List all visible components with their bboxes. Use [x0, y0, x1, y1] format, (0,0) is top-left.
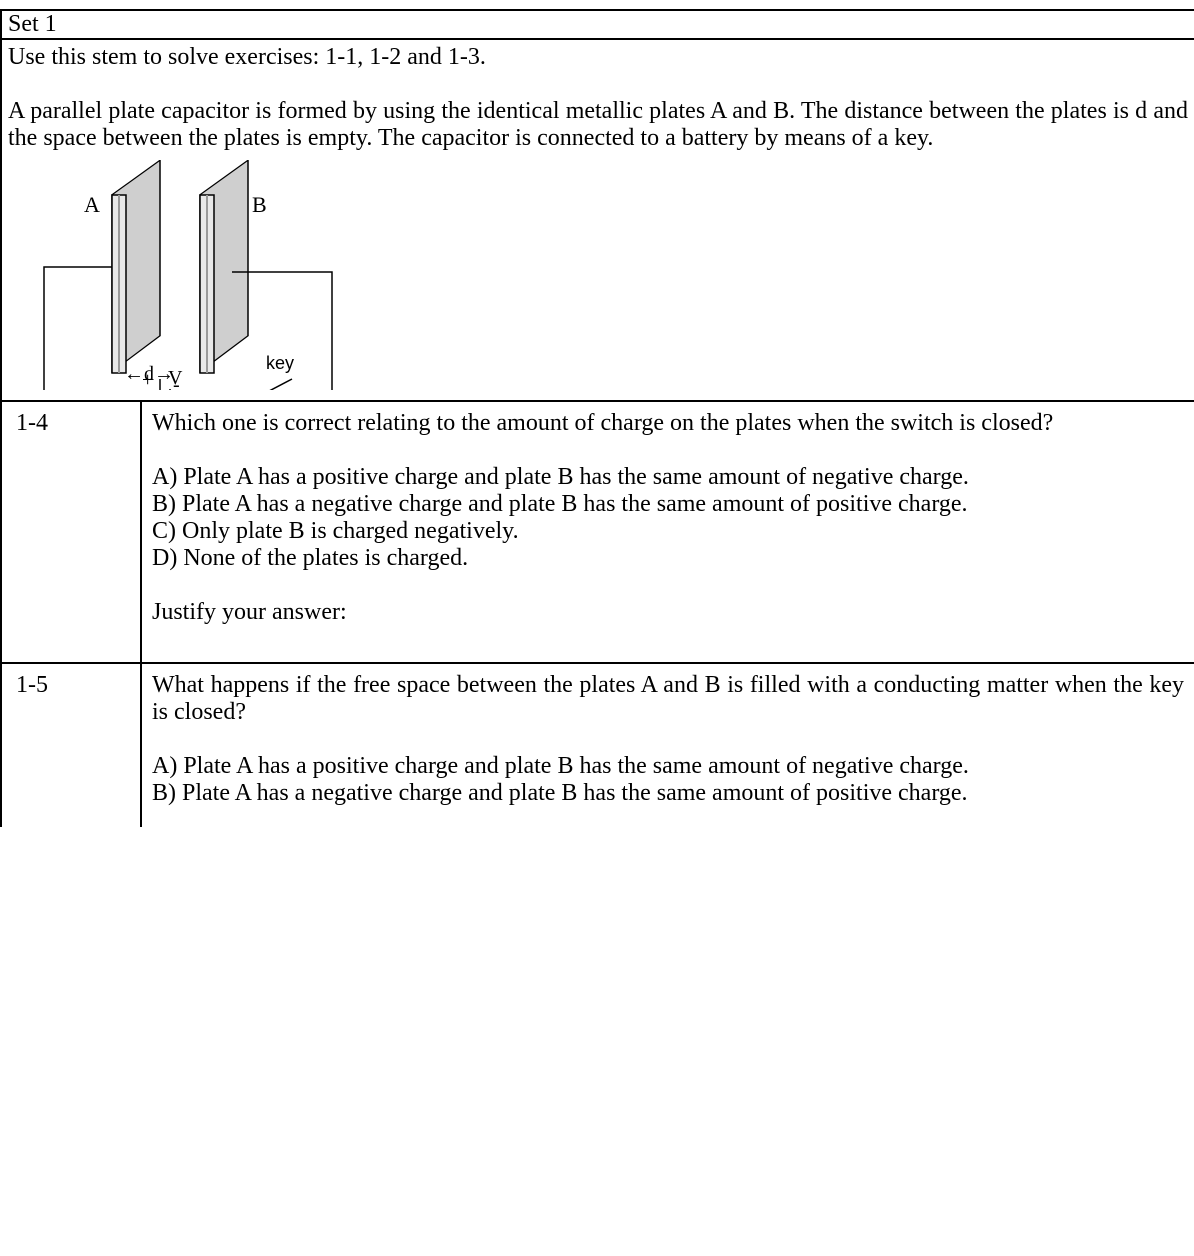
plate-b-label: B — [252, 192, 267, 217]
question-text: What happens if the free space between t… — [152, 672, 1185, 725]
plate-a — [111, 160, 161, 374]
distance-label: ←d→ — [124, 363, 174, 385]
battery-icon — [159, 379, 171, 390]
key-label: key — [266, 353, 294, 373]
question-number-cell: 1-4 — [0, 400, 142, 664]
question-cell: Which one is correct relating to the amo… — [139, 400, 1194, 664]
plus-label: + — [142, 369, 153, 390]
question-text: Which one is correct relating to the amo… — [152, 410, 1054, 436]
key-switch-icon — [269, 378, 293, 390]
stem-intro: Use this stem to solve exercises: 1-1, 1… — [8, 44, 486, 70]
option-a: A) Plate A has a positive charge and pla… — [152, 753, 969, 779]
left-wire — [43, 266, 112, 390]
option-b: B) Plate A has a negative charge and pla… — [152, 491, 968, 517]
stem-cell: Use this stem to solve exercises: 1-1, 1… — [0, 38, 1194, 402]
justify-prompt: Justify your answer: — [152, 599, 347, 625]
question-cell: What happens if the free space between t… — [139, 662, 1194, 827]
option-d: D) None of the plates is charged. — [152, 545, 469, 571]
question-number-cell: 1-5 — [0, 662, 142, 827]
option-b: B) Plate A has a negative charge and pla… — [152, 780, 968, 806]
minus-label: - — [173, 374, 180, 390]
option-c: C) Only plate B is charged negatively. — [152, 518, 519, 544]
capacitor-circuit-diagram: A B ←d→ + - V — [43, 160, 333, 390]
question-number: 1-5 — [16, 672, 48, 698]
plate-b — [199, 160, 249, 374]
voltage-label: V — [168, 367, 183, 389]
stem-description: A parallel plate capacitor is formed by … — [8, 98, 1189, 151]
question-number: 1-4 — [16, 410, 48, 436]
option-a: A) Plate A has a positive charge and pla… — [152, 464, 969, 490]
set-label: Set 1 — [8, 11, 57, 37]
right-wire — [232, 271, 333, 390]
set-header: Set 1 — [0, 9, 1194, 40]
exercise-table: Set 1 Use this stem to solve exercises: … — [0, 9, 1194, 827]
plate-a-label: A — [84, 192, 100, 217]
